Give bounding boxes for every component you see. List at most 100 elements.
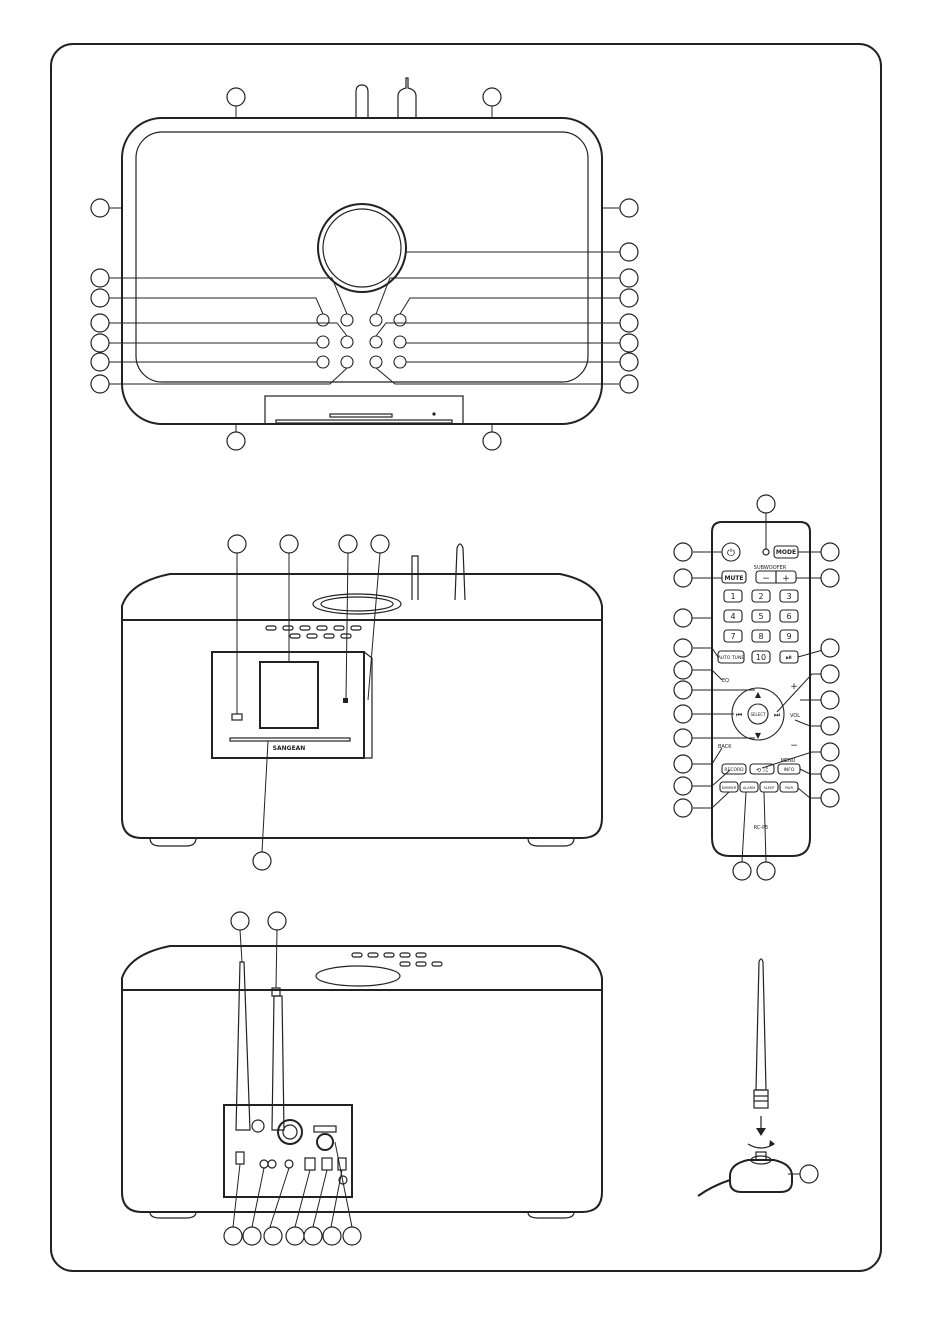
- front-cd-slot: [230, 738, 350, 741]
- front-foot: [528, 838, 574, 846]
- antenna-cable: [698, 1180, 730, 1196]
- top-button: [317, 336, 329, 348]
- rear-dc-jack: [317, 1134, 333, 1150]
- leader: [331, 1170, 342, 1227]
- callout: [674, 681, 692, 699]
- front-brand-label: SANGEAN: [273, 745, 306, 752]
- top-button: [317, 314, 329, 326]
- callout: [286, 1227, 304, 1245]
- top-fm-antenna: [398, 78, 416, 118]
- rear-usb-port: [236, 1152, 244, 1164]
- leader: [400, 298, 620, 314]
- callout: [231, 912, 249, 930]
- top-cd-slot: [330, 414, 392, 417]
- leader: [376, 278, 620, 314]
- leader: [295, 1170, 310, 1227]
- remote-key-label: 4: [730, 612, 735, 621]
- top-button: [341, 356, 353, 368]
- down-arrow-icon: ▼: [755, 731, 762, 740]
- antenna-whip: [756, 959, 766, 1090]
- callout: [821, 765, 839, 783]
- callout: [674, 543, 692, 561]
- rear-view: [122, 912, 602, 1245]
- front-top-button: [307, 634, 317, 638]
- rear-top-button: [368, 953, 378, 957]
- callout: [91, 289, 109, 307]
- remote-key-label: 2: [758, 592, 763, 601]
- callout: [91, 199, 109, 217]
- callout: [674, 661, 692, 679]
- top-body-outer: [122, 118, 602, 424]
- remote-key-label: 1: [730, 592, 735, 601]
- callout: [733, 862, 751, 880]
- up-arrow-icon: ▲: [755, 690, 762, 699]
- callout: [757, 495, 775, 513]
- remote-key-label: 3: [786, 592, 791, 601]
- top-button: [370, 356, 382, 368]
- power-icon: ⏻: [727, 548, 735, 559]
- callout: [674, 799, 692, 817]
- callout: [620, 289, 638, 307]
- callout: [800, 1165, 818, 1183]
- front-display-screen: [260, 662, 318, 728]
- top-button: [394, 336, 406, 348]
- top-buttons: [317, 314, 406, 368]
- remote-sub-plus: +: [782, 574, 790, 584]
- leader: [692, 792, 729, 808]
- leader: [368, 553, 380, 700]
- leader: [109, 323, 347, 336]
- top-body-inner: [136, 132, 588, 382]
- callout: [264, 1227, 282, 1245]
- callout: [674, 755, 692, 773]
- front-top-button: [283, 626, 293, 630]
- callout: [323, 1227, 341, 1245]
- remote-vol-label: VOL: [790, 713, 800, 719]
- top-button: [370, 336, 382, 348]
- front-display-panel: [212, 652, 364, 758]
- top-volume-knob-inner: [323, 209, 401, 287]
- front-knob-inner: [321, 597, 393, 611]
- leader: [692, 648, 718, 657]
- previous-icon: ⏮: [736, 711, 742, 719]
- top-button: [317, 356, 329, 368]
- remote-key-label: 8: [758, 632, 763, 641]
- rear-top-button: [416, 962, 426, 966]
- rear-fm-antenna: [272, 996, 284, 1130]
- callout: [674, 569, 692, 587]
- callout: [674, 609, 692, 627]
- callout: [91, 334, 109, 352]
- callout: [821, 665, 839, 683]
- leader: [109, 298, 323, 314]
- front-top-button: [317, 626, 327, 630]
- callout: [821, 543, 839, 561]
- callout: [243, 1227, 261, 1245]
- leader: [335, 1142, 352, 1227]
- down-arrow-icon: [756, 1128, 766, 1136]
- leader: [109, 278, 347, 314]
- remote-alarm-label: ALARM: [743, 786, 755, 790]
- rear-optical-port: [305, 1158, 315, 1170]
- leader: [742, 792, 746, 862]
- rear-antenna-jack-inner: [283, 1125, 297, 1139]
- rear-knob: [316, 966, 400, 986]
- front-top-button: [334, 626, 344, 630]
- callout: [268, 912, 286, 930]
- rear-top-button: [352, 953, 362, 957]
- top-button: [370, 314, 382, 326]
- callout: [821, 743, 839, 761]
- remote-dimmer-label: DIMMER: [722, 786, 737, 790]
- top-view: [91, 78, 638, 450]
- remote-sub-minus: −: [762, 574, 770, 584]
- antenna-connector: [754, 1090, 768, 1108]
- rear-dc-label-box: [314, 1126, 336, 1132]
- callout: [91, 375, 109, 393]
- front-top-button: [300, 626, 310, 630]
- top-button: [341, 336, 353, 348]
- callout: [620, 199, 638, 217]
- callout: [483, 432, 501, 450]
- remote-mode-label: MODE: [776, 549, 796, 556]
- callout: [620, 314, 638, 332]
- callout: [821, 789, 839, 807]
- rear-top-buttons: [352, 953, 442, 966]
